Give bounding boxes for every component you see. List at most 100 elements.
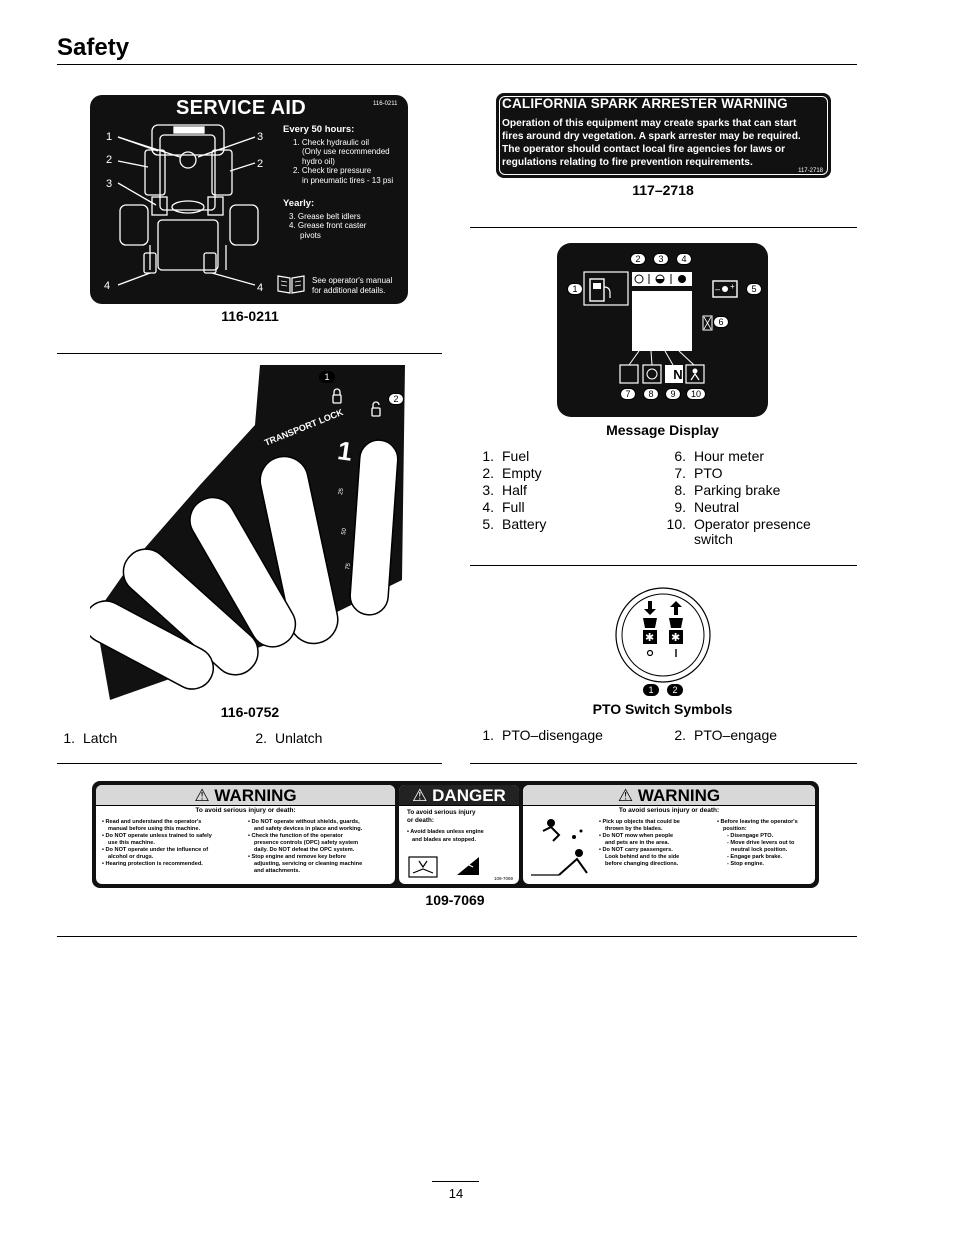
legend-item: 3.Half <box>482 482 527 498</box>
legend-item: 2.PTO–engage <box>674 727 778 743</box>
rule-right-2 <box>470 565 857 566</box>
svg-text:25: 25 <box>180 600 189 609</box>
neutral-glyph: N <box>673 367 683 382</box>
callout-3-left: 3 <box>106 178 112 190</box>
svg-text:75: 75 <box>258 622 267 631</box>
battery-icon <box>712 280 738 298</box>
page-title: Safety <box>57 34 130 61</box>
badge-2: 2 <box>630 253 646 265</box>
california-body: Operation of this equipment may create s… <box>502 118 801 168</box>
warning-triangle-icon: ⚠ <box>617 786 634 805</box>
manual-note: See operator's manual for additional det… <box>312 276 393 295</box>
svg-text:25: 25 <box>338 487 345 495</box>
hourglass-icon <box>702 315 713 331</box>
badge-8: 8 <box>643 388 659 400</box>
transport-lock-code: 116-0752 <box>202 689 219 694</box>
header-rule <box>57 64 857 65</box>
california-title: CALIFORNIA SPARK ARRESTER WARNING <box>502 96 788 111</box>
svg-text:–: – <box>715 284 720 294</box>
gear-2: 2 <box>266 465 285 497</box>
service-aid-caption: 116-0211 <box>221 308 279 324</box>
message-display-decal: – + N 1 2 3 4 5 6 7 8 9 10 <box>557 243 768 417</box>
svg-text:+: + <box>730 282 735 291</box>
warning-strip-decal: ⚠ WARNING To avoid serious injury or dea… <box>92 781 819 888</box>
badge-6: 6 <box>713 316 729 328</box>
legend-item: 1.PTO–disengage <box>482 727 603 743</box>
gear-1: 1 <box>336 435 355 467</box>
svg-text:75: 75 <box>222 662 231 671</box>
thrown-object-icons <box>531 819 588 876</box>
callout-3-right: 3 <box>257 131 263 143</box>
pto-disengage-icon <box>643 630 657 644</box>
callout-1: 1 <box>106 131 112 143</box>
svg-text:50: 50 <box>200 634 209 643</box>
svg-text:50: 50 <box>166 682 175 691</box>
lock-closed-icon <box>332 394 342 404</box>
message-display-graphic: – + <box>583 271 738 384</box>
svg-text:50: 50 <box>242 591 251 600</box>
left-warning-col2: • Do NOT operate without shields, guards… <box>248 819 363 874</box>
arrow-down-icon <box>644 601 656 615</box>
legend-item: 2.Empty <box>482 465 542 481</box>
message-display-legend-right: 6.Hour meter 7.PTO 8.Parking brake 9.Neu… <box>660 448 811 548</box>
message-display-caption: Message Display <box>606 422 719 438</box>
service-aid-code: 116-0211 <box>373 101 398 107</box>
badge-10: 10 <box>686 388 706 400</box>
neutral-icon <box>665 365 683 383</box>
legend-item: 6.Hour meter <box>674 448 765 464</box>
mower-illustration: 1 2 3 3 2 4 4 <box>104 124 263 294</box>
legend-item: 10.Operator presence <box>666 516 811 532</box>
left-warning-header: ⚠ WARNING <box>96 785 395 806</box>
svg-text:25: 25 <box>138 653 147 662</box>
svg-text:✱: ✱ <box>671 631 680 644</box>
california-spark-decal: CALIFORNIA SPARK ARRESTER WARNING Operat… <box>496 93 831 178</box>
legend-item: 1.Latch <box>63 730 118 746</box>
warning-triangle-icon: ⚠ <box>194 786 210 805</box>
legend-item: 7.PTO <box>674 465 723 481</box>
legend-item: 1.Fuel <box>482 448 530 464</box>
manual-book-icon <box>277 275 305 294</box>
off-symbol-icon <box>646 649 654 657</box>
svg-text:25: 25 <box>280 519 288 528</box>
callout-4-right: 4 <box>257 282 263 294</box>
danger-code: 109-7069 <box>493 876 513 881</box>
rule-right-3 <box>470 763 857 764</box>
transport-badge-1: 1 <box>319 371 335 383</box>
pto-badge-2: 2 <box>667 684 683 696</box>
pto-switch-decal: ✱ ✱ <box>615 587 711 683</box>
transport-badge-2: 2 <box>388 393 404 405</box>
badge-4: 4 <box>676 253 692 265</box>
footer-rule <box>432 1181 479 1182</box>
legend-item: 4.Full <box>482 499 525 515</box>
warning-strip-caption: 109-7069 <box>425 892 485 908</box>
yearly-list: 3. Grease belt idlers 4. Grease front ca… <box>289 211 367 240</box>
transport-lock-decal: 1 2 3 4 5 TRANSPORT LOCK 116-0752 25 50 … <box>90 365 405 700</box>
callout-4-left: 4 <box>104 280 110 292</box>
rule-left-1 <box>57 353 442 354</box>
right-warning-header: ⚠ WARNING <box>523 785 815 806</box>
svg-text:25: 25 <box>227 554 236 563</box>
badge-7: 7 <box>620 388 636 400</box>
rule-right-1 <box>470 227 857 228</box>
legend-item: 2.Unlatch <box>255 730 323 746</box>
every-50-block: Every 50 hours: 1. Check hydraulic oil (… <box>283 124 394 185</box>
callout-2-left: 2 <box>106 154 112 166</box>
danger-header: ⚠ DANGER <box>399 785 519 806</box>
arrow-up-icon <box>670 601 682 615</box>
legend-item: 9.Neutral <box>674 499 740 515</box>
rule-bottom <box>57 936 857 937</box>
service-aid-title: SERVICE AID <box>176 97 306 119</box>
left-warning-panel: ⚠ WARNING To avoid serious injury or dea… <box>96 785 395 884</box>
legend-item: 8.Parking brake <box>674 482 781 498</box>
badge-1: 1 <box>567 283 583 295</box>
pto-caption: PTO Switch Symbols <box>592 701 733 717</box>
danger-triangle-icon: ⚠ <box>412 786 428 805</box>
operator-presence-icon <box>685 364 705 384</box>
pto-engage-icon <box>669 630 683 644</box>
legend-item: 5.Battery <box>482 516 547 532</box>
blade-hazard-icons <box>408 856 479 878</box>
